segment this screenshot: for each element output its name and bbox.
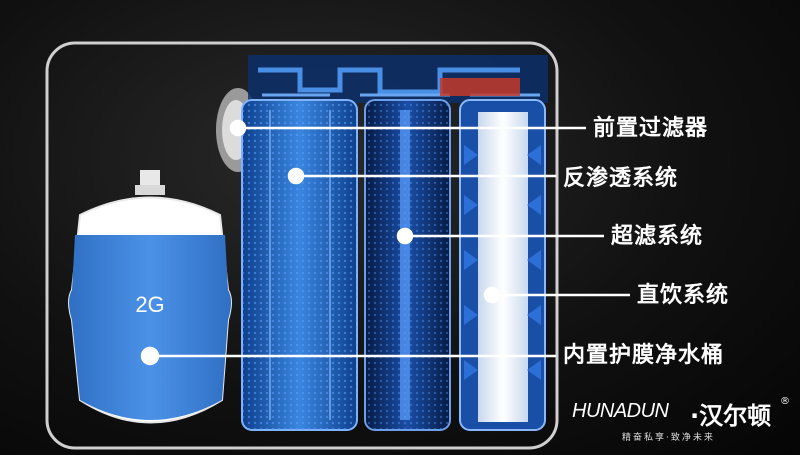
tank-capacity: 2G: [135, 292, 165, 317]
label-direct-drink: 直饮系统: [637, 283, 730, 308]
label-reverse-osmosis: 反渗透系统: [563, 166, 679, 191]
top-manifold: [248, 55, 548, 103]
label-ultrafiltration: 超滤系统: [611, 224, 704, 249]
ro-filter: [241, 99, 358, 431]
water-tank: [68, 170, 232, 424]
label-tank: 内置护膜净水桶: [563, 343, 725, 368]
brand-slogan: 精奋私享·致净未来: [622, 433, 715, 443]
uf-filter: [364, 99, 451, 431]
brand-name-en: HUNADUN: [572, 400, 669, 422]
label-prefilter: 前置过滤器: [593, 116, 709, 141]
brand-logo: HUNADUN ·汉尔顿 ® 精奋私享·致净未来: [572, 396, 790, 446]
direct-drink-filter: [459, 99, 546, 431]
registered-mark: ®: [780, 396, 790, 407]
brand-name-cn: ·汉尔顿: [690, 402, 772, 430]
housing-outline: [45, 41, 559, 450]
callout-lines: [140, 119, 630, 366]
